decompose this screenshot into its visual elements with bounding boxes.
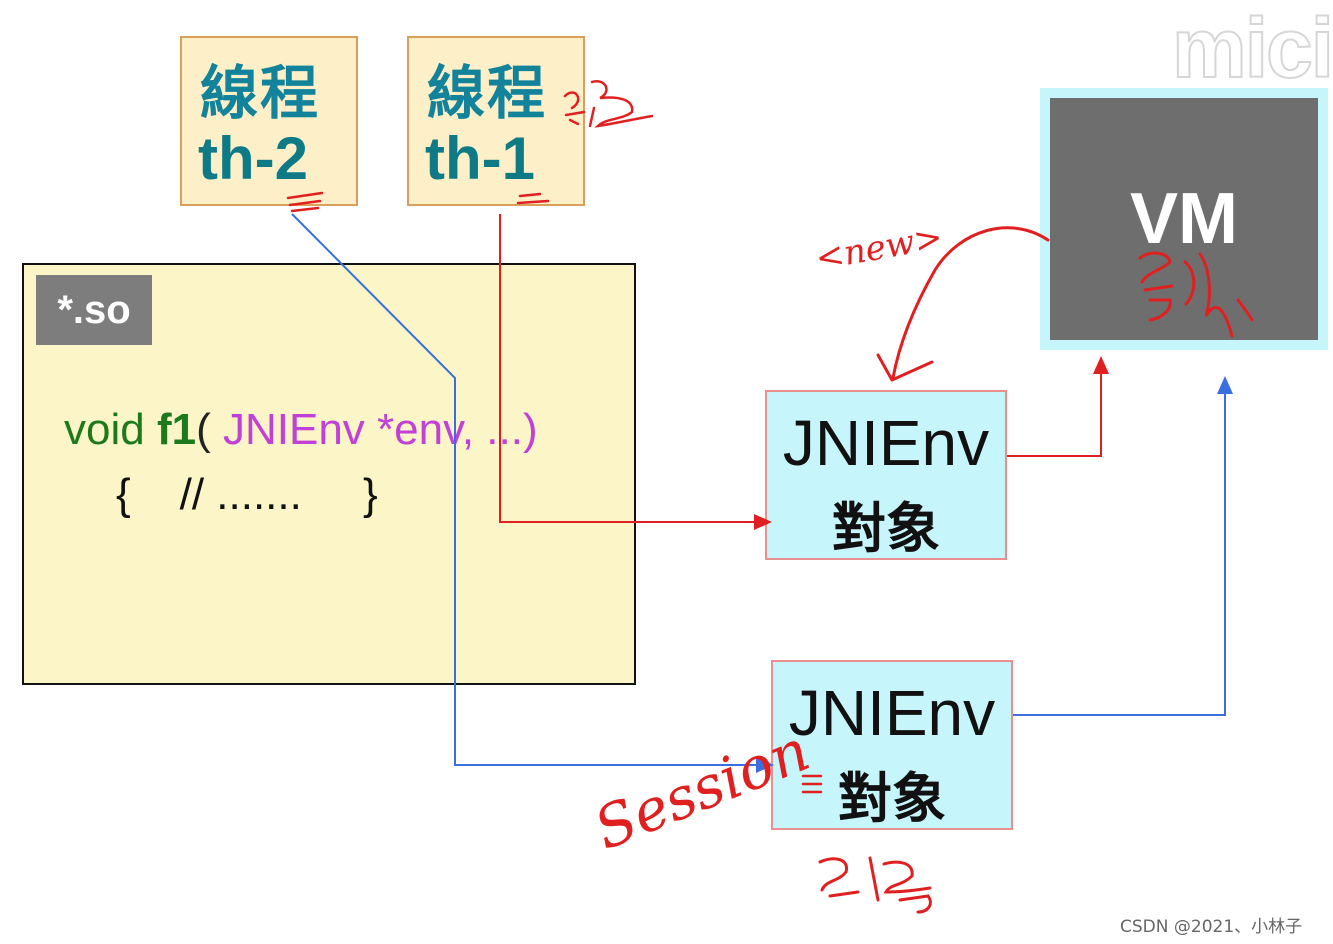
connector-jnienv1-to-vm [1007,356,1109,457]
code-function-name: f1 [156,405,197,454]
connector-th1-to-jnienv1 [499,214,772,530]
connector-th2-to-jnienv2 [291,213,774,773]
handwritten-mark-th1 [516,192,550,205]
thread-title: 線程 [427,59,548,127]
jnienv-label: JNIEnv [788,677,996,749]
credit-text: CSDN @2021、小林子 [1120,917,1303,937]
thread-title: 線程 [200,59,321,127]
code-line-body: { // ....... } [116,470,378,519]
vm-inner: VM [1050,98,1318,340]
handwritten-scribble-th1 [563,80,654,128]
handwritten-mark-th2 [286,191,324,213]
thread-th-1-box: 線程 th-1 [407,36,585,206]
jnienv-object-label: 對象 [838,767,946,830]
code-param-rest: *env, ...) [364,405,538,454]
jnienv-object-1: JNIEnv 對象 [765,390,1007,560]
handwritten-equals-2 [801,774,823,794]
so-module-box: *.so void f1( JNIEnv *env, ...) { // ...… [22,263,636,685]
vm-label: VM [1130,179,1238,259]
jnienv-object-label: 對象 [832,497,940,560]
jnienv-object-2: JNIEnv 對象 [771,660,1013,830]
code-line-signature: void f1( JNIEnv *env, ...) [64,405,538,455]
code-return-type: void [64,405,145,454]
handwritten-scribble-bottom [818,856,932,914]
handwritten-scribble-vm [1138,251,1254,338]
code-param-type: JNIEnv [222,405,365,454]
handwritten-new-arrow [891,226,1050,380]
jnienv-label: JNIEnv [782,407,990,479]
thread-th-2-box: 線程 th-2 [180,36,358,206]
watermark-logo: mici [1171,0,1333,96]
code-paren: ( [196,405,211,454]
connector-jnienv2-to-vm [1013,376,1233,716]
thread-id: th-2 [198,125,308,192]
so-module-label: *.so [36,275,152,345]
vm-box: VM [1040,88,1328,350]
thread-id: th-1 [425,125,535,192]
